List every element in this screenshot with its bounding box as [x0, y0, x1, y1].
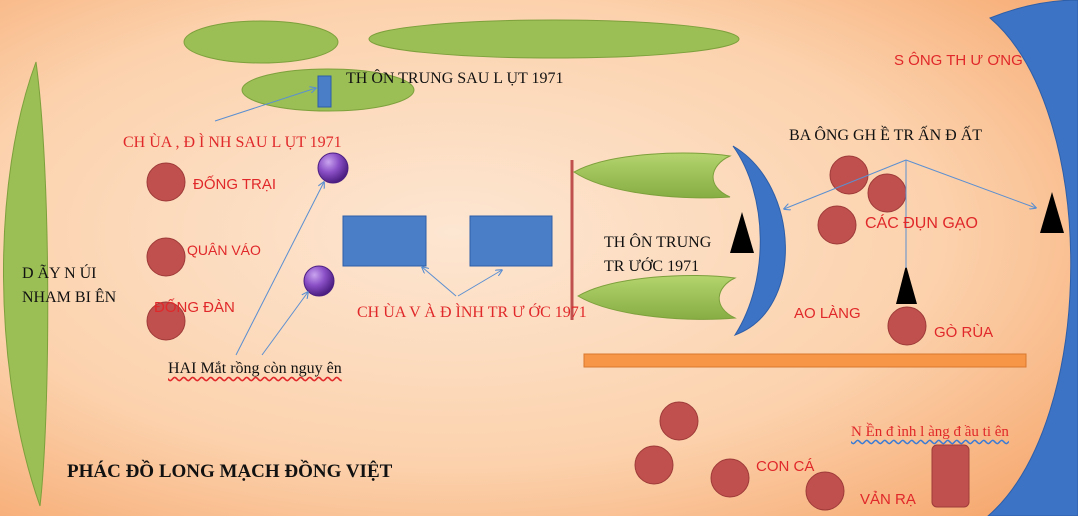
hill-top-1 — [183, 20, 339, 64]
nen-dinh-block — [931, 444, 970, 508]
point-ba-ong-ghe-2 — [867, 173, 907, 213]
point-con-ca-1 — [659, 401, 699, 441]
diagram-title: PHÁC ĐỒ LONG MẠCH ĐỒNG VIỆT — [67, 461, 393, 482]
arrow-to-ao-lang — [784, 159, 907, 209]
point-con-ca-3 — [710, 458, 750, 498]
label-van-ra: VẢN RẠ — [860, 491, 916, 508]
label-ba-ong-ghe: BA ÔNG GH Ề TR ẤN Đ ẤT — [789, 127, 983, 144]
label-chua-dinh-sau: CH ÙA , Đ Ì NH SAU L ỤT 1971 — [123, 134, 342, 151]
label-go-rua: GÒ RÙA — [934, 324, 994, 341]
song-thuong-river — [987, 0, 1078, 516]
road-bar — [583, 353, 1027, 368]
triangle-ghe — [896, 265, 917, 304]
point-go-rua — [887, 306, 927, 346]
dragon-eye-upper — [317, 152, 349, 184]
point-dong-dan — [146, 301, 186, 341]
label-ao-lang: AO LÀNG — [794, 305, 861, 322]
arrow-to-eye-upper — [235, 182, 324, 356]
label-thon-trung-truoc-2: TR ƯỚC 1971 — [604, 258, 700, 275]
label-day-nui: D ÃY N ÚI — [22, 265, 97, 282]
label-nen-dinh: N Ền đ ình l àng đ ầu ti ên — [851, 424, 1009, 440]
label-thon-trung-truoc-1: TH ÔN TRUNG — [604, 234, 712, 251]
leaf-upper — [573, 152, 732, 199]
hill-top-2 — [368, 19, 740, 59]
chua-building-1 — [342, 215, 427, 267]
triangle-ao-lang — [730, 212, 754, 253]
label-dong-dan: ĐỐNG ĐÀN — [154, 299, 235, 316]
dragon-eye-lower — [303, 265, 335, 297]
thon-trung-sau-marker — [317, 75, 332, 108]
label-dong-trai: ĐỐNG TRẠI — [193, 176, 277, 193]
label-nham-bien: NHAM BI ÊN — [22, 289, 117, 306]
label-hai-mat-rong: HAI Mắt rồng còn nguy ên — [168, 360, 342, 377]
point-con-ca-2 — [634, 445, 674, 485]
label-cac-dun-gao: CÁC ĐỤN GẠO — [865, 215, 978, 232]
arrow-to-chua-1 — [422, 267, 457, 297]
mountain-range-left — [3, 61, 49, 507]
label-quan-vao: QUÂN VÁO — [187, 242, 261, 258]
label-chua-dinh-truoc: CH ÙA V À Đ ÌNH TR Ư ỚC 1971 — [357, 304, 587, 321]
leaf-lower — [577, 274, 737, 320]
arrow-to-chua-2 — [457, 270, 502, 297]
label-con-ca: CON CÁ — [756, 458, 815, 475]
chua-building-2 — [469, 215, 553, 267]
ao-lang-crescent — [732, 145, 786, 336]
red-points — [146, 155, 927, 511]
point-cac-dun-gao — [817, 205, 857, 245]
point-con-ca-4 — [805, 471, 845, 511]
triangle-song — [1040, 192, 1064, 233]
point-dong-trai — [146, 162, 186, 202]
label-song-thuong: S ÔNG TH Ư ƠNG — [894, 52, 1023, 69]
label-thon-trung-sau: TH ÔN TRUNG SAU L ỤT 1971 — [346, 70, 564, 87]
arrows — [214, 88, 1036, 356]
point-quan-vao — [146, 237, 186, 277]
arrow-to-thon-trung-sau — [214, 88, 316, 122]
arrow-to-song — [905, 159, 1036, 208]
arrow-to-eye-lower — [261, 292, 308, 356]
